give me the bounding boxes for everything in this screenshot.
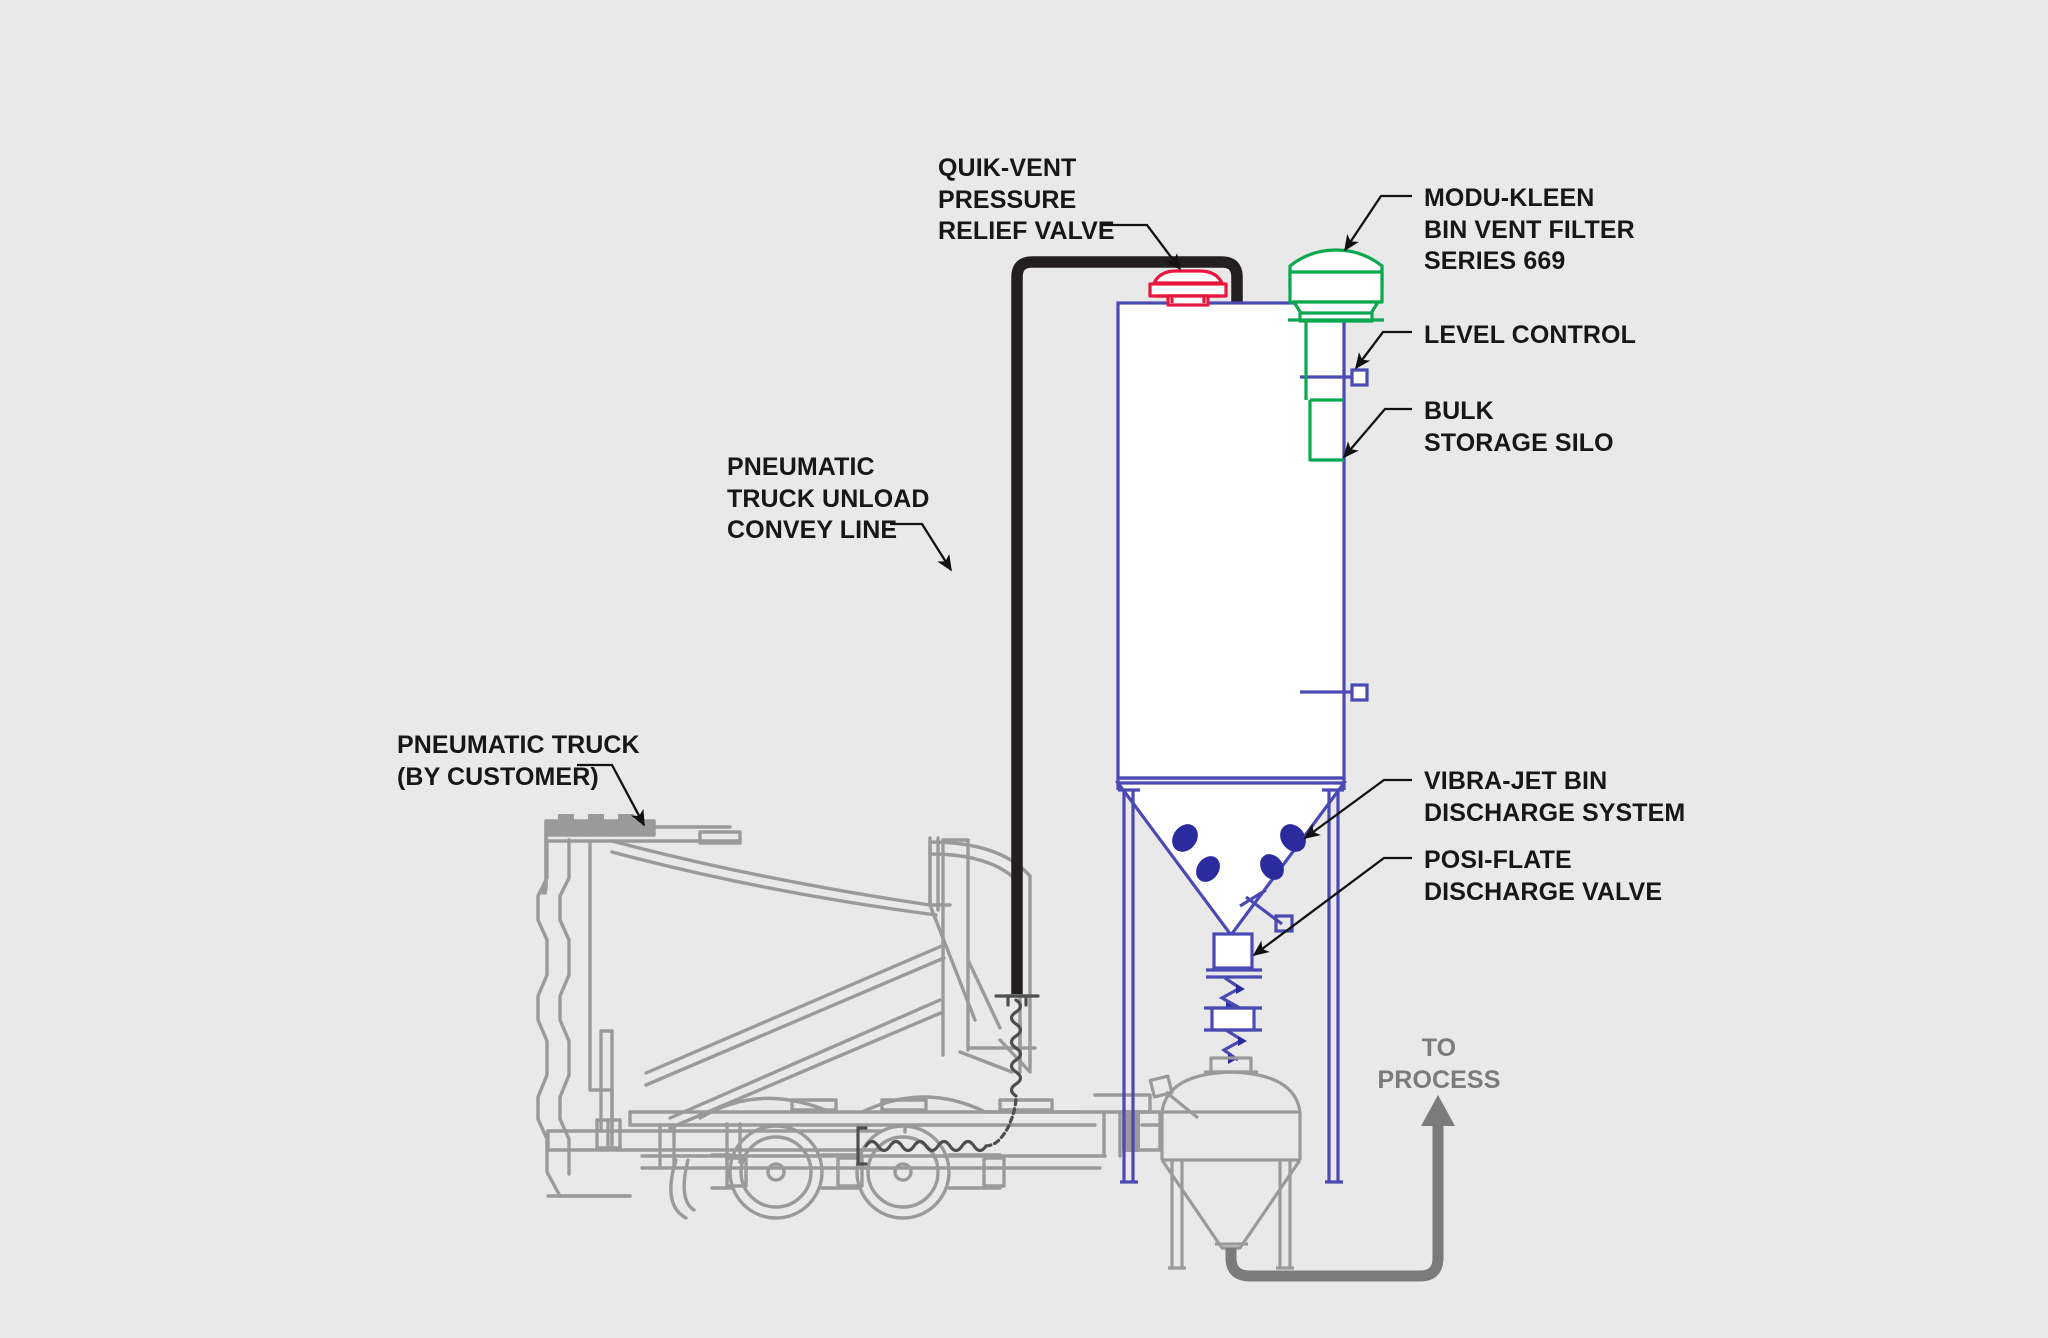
to-process-arrowhead [1421,1095,1455,1126]
vibra-jet-pad [1172,824,1306,882]
label-modu-kleen-bin-vent-filter: MODU-KLEEN BIN VENT FILTER SERIES 669 [1424,184,1635,275]
quik-vent-pressure-relief-valve [1148,269,1228,307]
leader-posi-flate [1252,856,1412,956]
leader-modu-kleen [1344,194,1412,252]
leader-bulk-storage-silo [1342,407,1412,459]
label-vibra-jet-bin-discharge-system: VIBRA-JET BIN DISCHARGE SYSTEM [1424,767,1686,827]
pneumatic-truck [536,814,1162,1220]
label-quik-vent-pressure-relief-valve: QUIK-VENT PRESSURE RELIEF VALVE [938,154,1115,245]
level-control-probe [1300,368,1369,702]
leader-vibra-jet [1303,778,1412,839]
leader-quik-vent [1102,223,1181,271]
leader-pneumatic-truck [577,763,646,827]
flexible-discharge-hose [856,994,1040,1166]
to-process-pipe [1225,1116,1444,1282]
label-pneumatic-truck-unload-convey-line: PNEUMATIC TRUCK UNLOAD CONVEY LINE [727,453,930,544]
label-pneumatic-truck: PNEUMATIC TRUCK (BY CUSTOMER) [397,731,640,791]
leader-convey-line [890,522,952,572]
label-to-process: TO PROCESS [1377,1034,1501,1094]
leader-lines [577,194,1412,956]
receiving-vessel [1148,1056,1302,1270]
label-posi-flate-discharge-valve: POSI-FLATE DISCHARGE VALVE [1424,846,1663,906]
leader-level-control [1355,330,1412,370]
pneumatic-truck-unload-convey-line [1011,256,1243,994]
label-level-control: LEVEL CONTROL [1424,321,1636,349]
modu-kleen-bin-vent-filter [1288,248,1384,462]
label-bulk-storage-silo: BULK STORAGE SILO [1424,397,1614,457]
